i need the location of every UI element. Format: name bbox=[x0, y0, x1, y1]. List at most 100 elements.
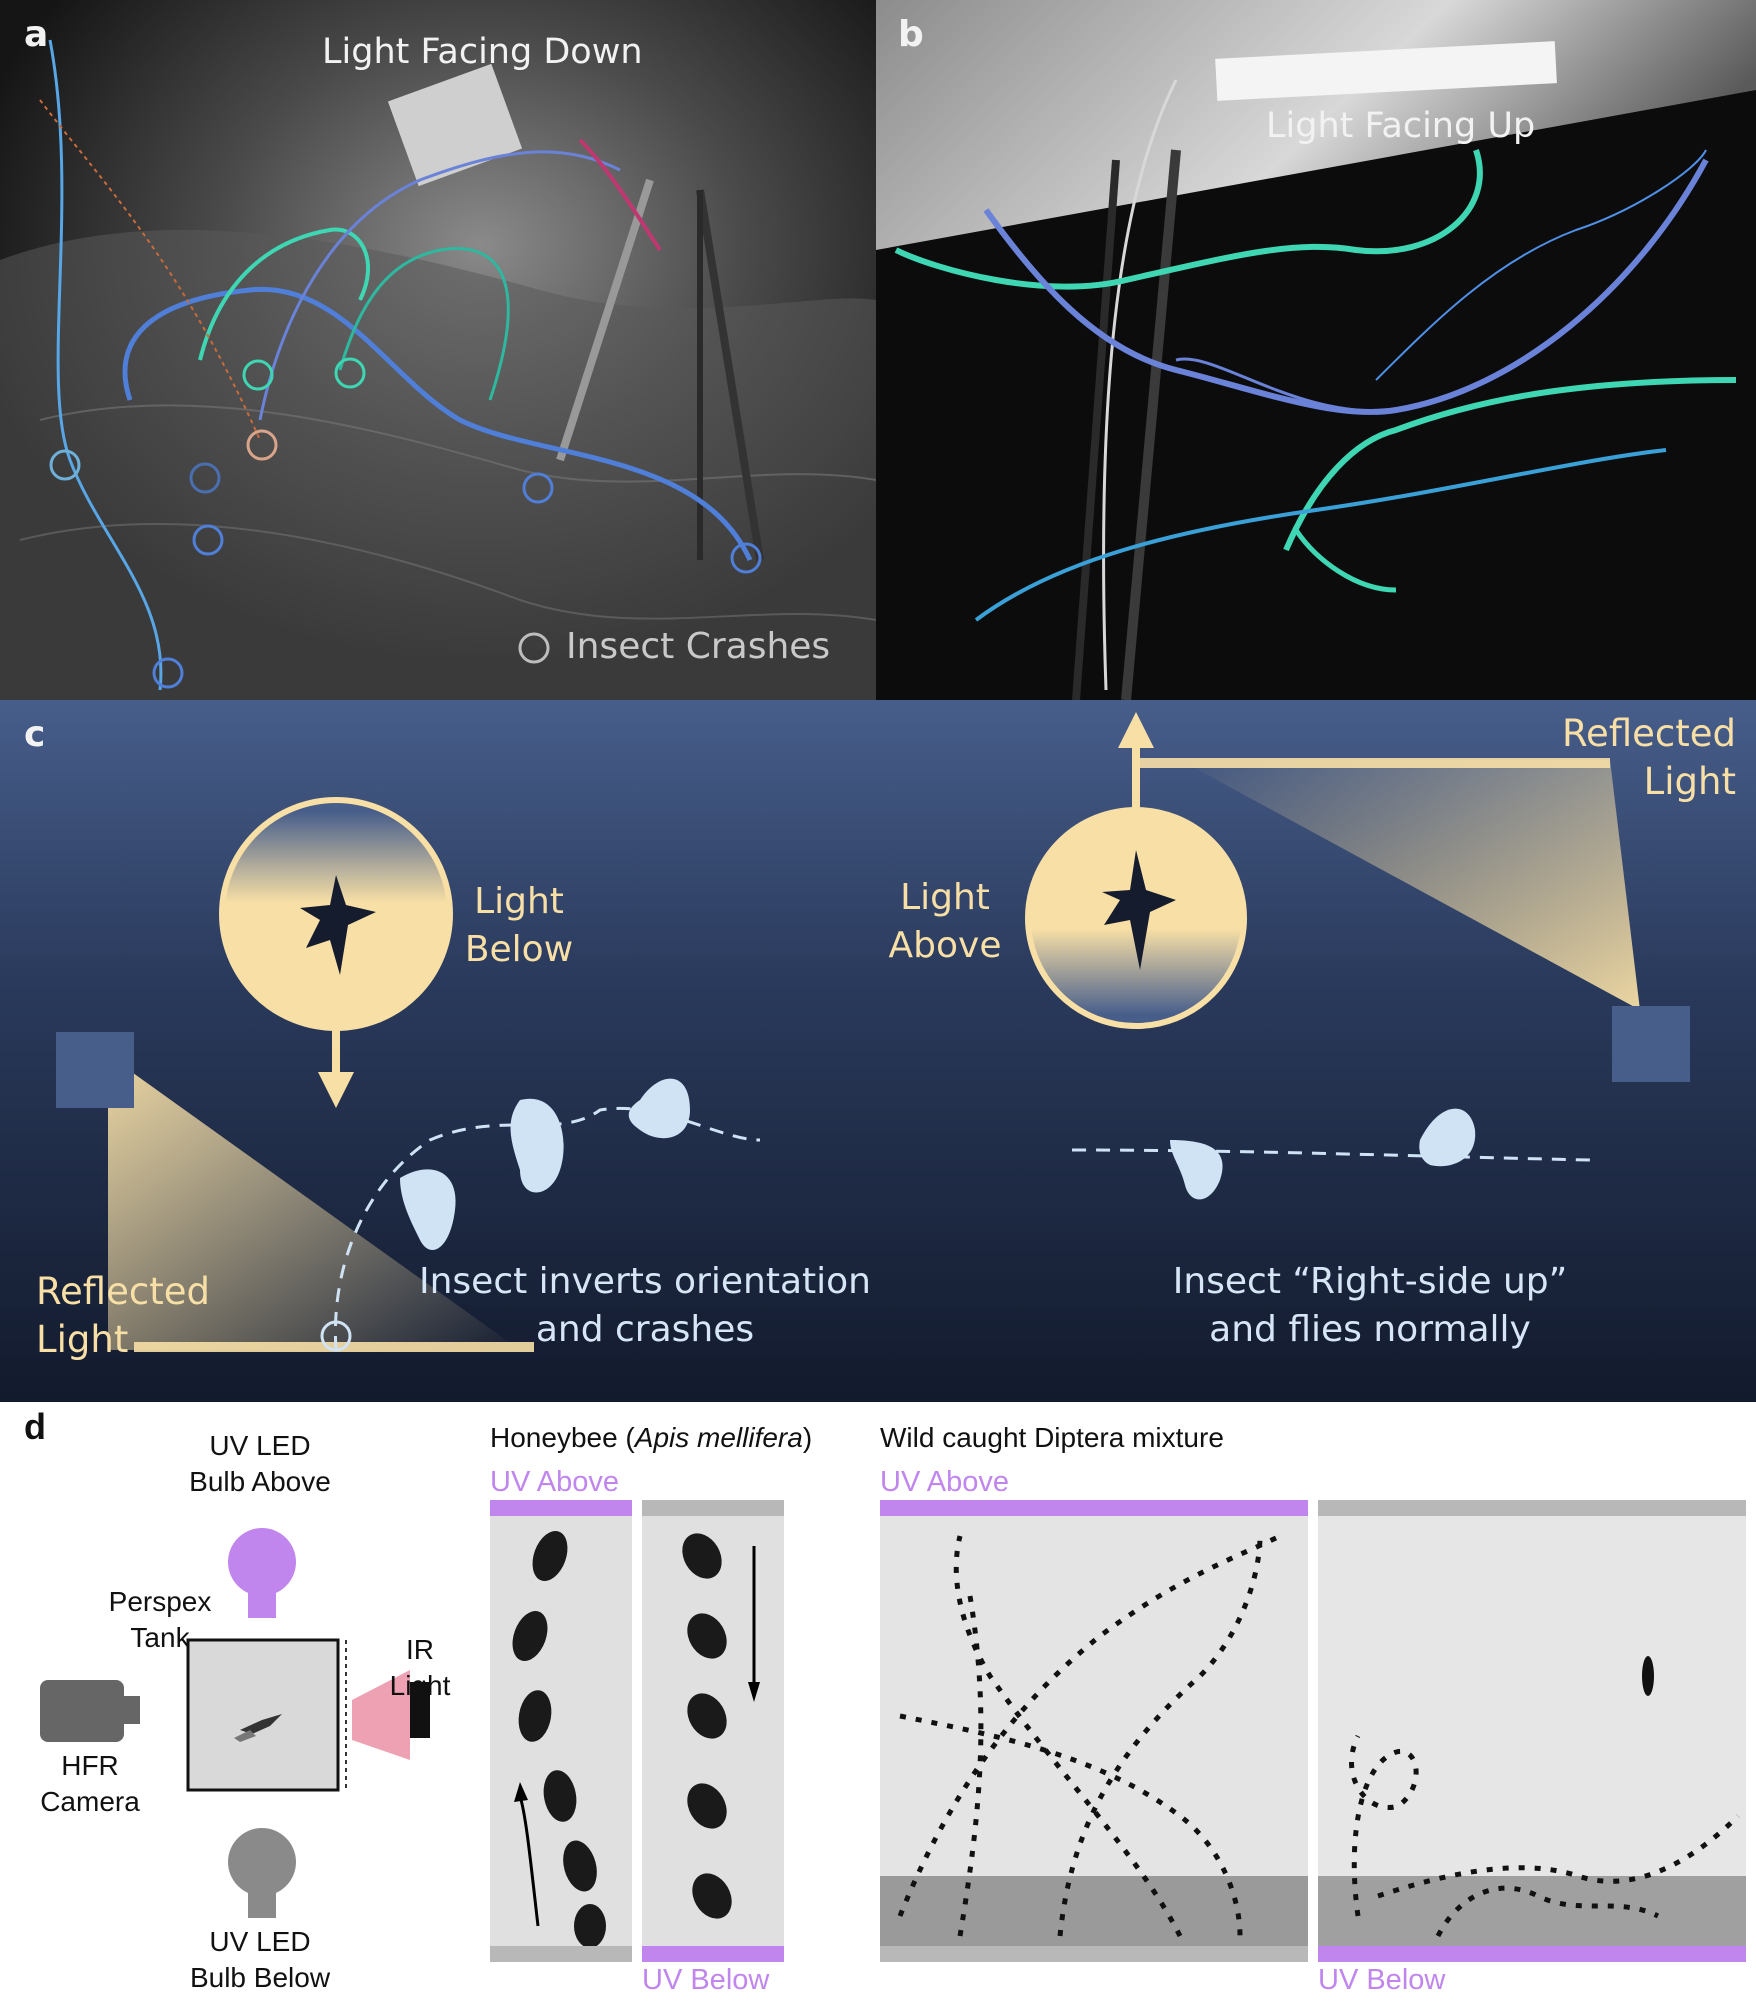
crash-marker bbox=[320, 1320, 352, 1352]
left-caption: Insect inverts orientation and crashes bbox=[410, 1258, 880, 1354]
diptera-video-above bbox=[880, 1516, 1308, 1946]
uv-bulb-below-icon bbox=[228, 1828, 296, 1918]
light-above-label: Light Above bbox=[870, 874, 1020, 970]
perspex-label-1: Perspex bbox=[108, 1586, 212, 1617]
ir-light-label: IR Light bbox=[380, 1632, 460, 1704]
panel-a-legend-label: Insect Crashes bbox=[566, 626, 831, 667]
uv-above-bar bbox=[490, 1500, 632, 1516]
trajectory-trace bbox=[1283, 377, 1737, 552]
uv-below-bar bbox=[1318, 1946, 1746, 1962]
left-reflected-label-2: Light bbox=[36, 1318, 129, 1361]
perspex-label-2: Tank bbox=[130, 1622, 190, 1653]
arrow-up-icon bbox=[514, 1782, 528, 1802]
panel-b-light-label: Light Facing Up bbox=[1266, 106, 1536, 146]
reflector-square bbox=[56, 1032, 134, 1108]
light-above-label-1: Light bbox=[900, 877, 990, 918]
setup-diagram bbox=[40, 1528, 430, 1918]
uv-above-label-2: Bulb Above bbox=[189, 1466, 331, 1497]
arrow-up-icon bbox=[1118, 712, 1154, 748]
panel-a-photo bbox=[0, 0, 876, 700]
moth-silhouette-icon bbox=[300, 875, 376, 975]
light-fixture bbox=[387, 63, 523, 187]
honeybee-title-species: Apis mellifera bbox=[634, 1422, 803, 1453]
reflector-square bbox=[1612, 1006, 1690, 1082]
diptera-title: Wild caught Diptera mixture bbox=[880, 1422, 1224, 1453]
trajectory-trace bbox=[198, 227, 371, 361]
ir-light-label-1: IR bbox=[406, 1634, 434, 1665]
uv-bulb-above-icon bbox=[228, 1528, 296, 1618]
insect-silhouette-icon bbox=[400, 1169, 456, 1250]
arrow-down-icon bbox=[748, 1682, 760, 1702]
uv-below-label-1: UV LED bbox=[209, 1926, 311, 1957]
hfr-camera-icon bbox=[40, 1680, 140, 1742]
honeybee-uv-below-label: UV Below bbox=[642, 1964, 770, 1996]
moth-silhouette-icon bbox=[1102, 850, 1176, 970]
gray-bar bbox=[490, 1946, 632, 1962]
perspex-tank bbox=[186, 1638, 340, 1792]
tripod-leg bbox=[556, 178, 654, 462]
left-caption-2: and crashes bbox=[535, 1309, 755, 1350]
ir-light-label-2: Light bbox=[389, 1670, 451, 1701]
right-caption: Insect “Right-side up” and flies normall… bbox=[1130, 1258, 1610, 1354]
right-caption-1: Insect “Right-side up” bbox=[1172, 1261, 1568, 1302]
trajectory-trace bbox=[983, 158, 1709, 415]
hfr-camera-label-1: HFR bbox=[61, 1750, 119, 1781]
crash-markers bbox=[49, 357, 762, 689]
uv-above-bar bbox=[880, 1500, 1308, 1516]
honeybee-video-above bbox=[490, 1516, 632, 1946]
right-reflected-label-2: Light bbox=[1643, 760, 1736, 803]
diptera-video-below bbox=[1318, 1516, 1746, 1946]
arrow-down-icon bbox=[318, 1072, 354, 1108]
reflected-light-beam bbox=[1180, 760, 1640, 1010]
diptera-uv-below-label: UV Below bbox=[1318, 1964, 1446, 1996]
right-caption-2: and flies normally bbox=[1209, 1309, 1531, 1350]
hfr-camera-label-2: Camera bbox=[40, 1786, 140, 1817]
panel-d-letter: d bbox=[24, 1406, 46, 1447]
right-reflected-label: Reflected Light bbox=[1520, 710, 1736, 806]
left-reflected-label-1: Reflected bbox=[36, 1270, 210, 1313]
honeybee-title-suffix: ) bbox=[802, 1422, 813, 1453]
light-below-label: Light Below bbox=[444, 878, 594, 974]
insect-silhouette-icon bbox=[1170, 1140, 1223, 1200]
uv-below-label: UV LED Bulb Below bbox=[180, 1924, 340, 1996]
insect-silhouette-icon bbox=[510, 1098, 564, 1193]
diptera-uv-above-label: UV Above bbox=[880, 1466, 1009, 1498]
reflected-light-beam bbox=[108, 1055, 520, 1350]
ir-beam bbox=[352, 1670, 410, 1760]
hfr-camera-label: HFR Camera bbox=[30, 1748, 150, 1820]
panel-b-photo bbox=[876, 0, 1756, 700]
flight-path bbox=[1071, 1148, 1591, 1162]
light-above-label-2: Above bbox=[888, 925, 1002, 966]
panel-a-letter: a bbox=[24, 14, 49, 55]
uv-above-label-1: UV LED bbox=[209, 1430, 311, 1461]
tripod-leg bbox=[1121, 149, 1181, 700]
gray-bar bbox=[642, 1500, 784, 1516]
honeybee-video-below bbox=[642, 1516, 784, 1946]
trajectory-trace bbox=[894, 149, 1483, 290]
insect-silhouette-icon bbox=[628, 1078, 690, 1139]
panel-a-light-label: Light Facing Down bbox=[322, 32, 643, 72]
trajectory-trace bbox=[48, 39, 163, 691]
ir-light-icon bbox=[410, 1682, 430, 1738]
panel-c-letter: c bbox=[24, 714, 46, 755]
light-fixture bbox=[1215, 41, 1557, 101]
honeybee-title: Honeybee (Apis mellifera) bbox=[490, 1422, 812, 1454]
gray-bar bbox=[880, 1946, 1308, 1962]
panel-b-scene bbox=[876, 0, 1756, 700]
right-reflected-label-1: Reflected bbox=[1562, 712, 1736, 755]
perspex-label: Perspex Tank bbox=[100, 1584, 220, 1656]
honeybee-uv-above-label: UV Above bbox=[490, 1466, 619, 1498]
uv-above-label: UV LED Bulb Above bbox=[180, 1428, 340, 1500]
left-reflected-label: Reflected Light bbox=[36, 1268, 210, 1364]
panel-b-letter: b bbox=[898, 14, 924, 55]
trajectory-trace bbox=[974, 448, 1667, 622]
uv-below-bar bbox=[642, 1946, 784, 1962]
light-below-label-2: Below bbox=[464, 929, 574, 970]
panel-c-illustration bbox=[0, 700, 1756, 1402]
trajectory-trace bbox=[122, 286, 753, 562]
gray-bar bbox=[1318, 1500, 1746, 1516]
insect-silhouette-icon bbox=[1419, 1108, 1476, 1167]
legend-circle-icon bbox=[518, 632, 550, 664]
light-below-label-1: Light bbox=[474, 881, 564, 922]
panel-a-scene bbox=[0, 0, 876, 700]
